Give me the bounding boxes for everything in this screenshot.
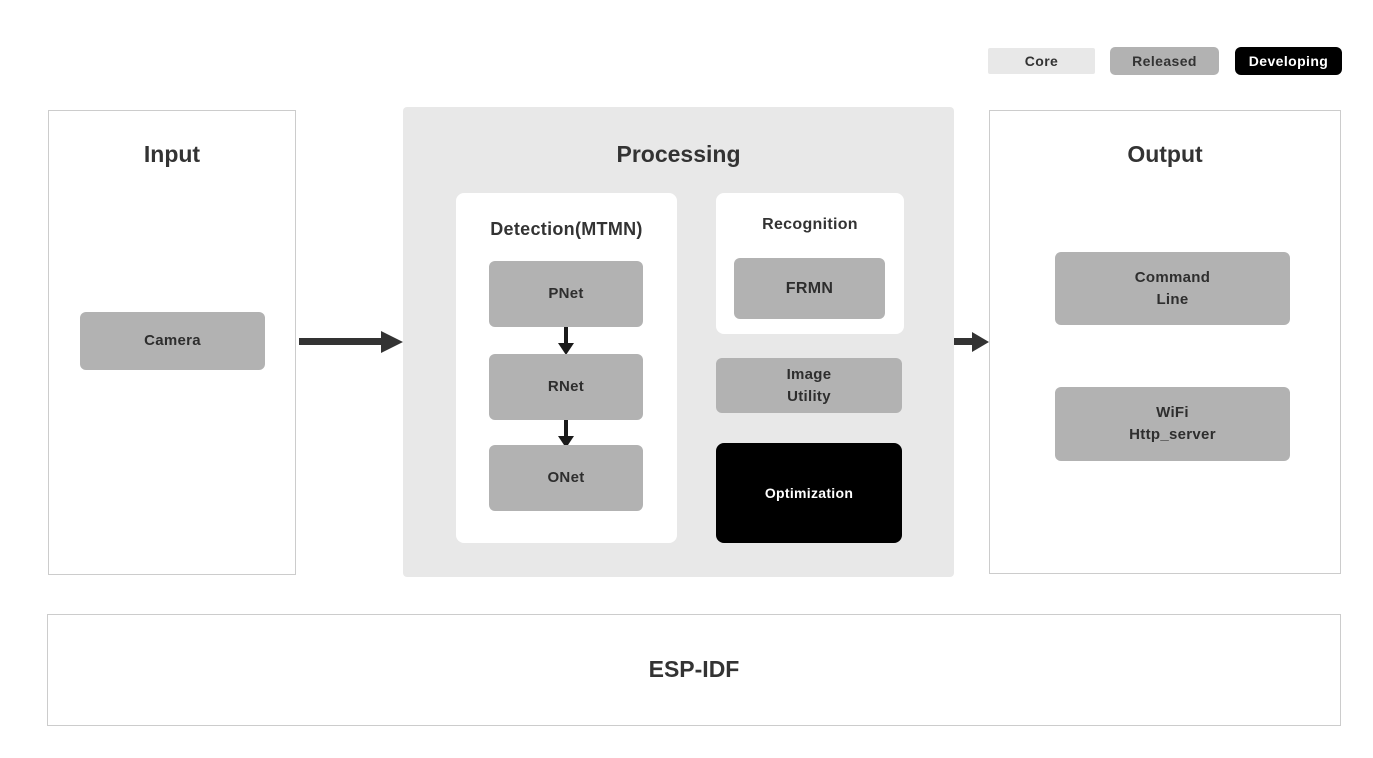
- legend-core-chip: Core: [988, 48, 1095, 74]
- detection-title: Detection(MTMN): [490, 219, 643, 239]
- image-utility-block: Image Utility: [716, 358, 902, 413]
- wifi-http-server-block: WiFi Http_server: [1055, 387, 1290, 461]
- optimization-block: Optimization: [716, 443, 902, 543]
- rnet-block: RNet: [489, 354, 643, 420]
- arrow-rnet-to-onet: [564, 420, 568, 436]
- legend-released-label: Released: [1132, 53, 1197, 69]
- arrow-pnet-to-rnet-head: [558, 343, 574, 355]
- camera-block: Camera: [80, 312, 265, 370]
- esp-idf-title: ESP-IDF: [648, 656, 740, 682]
- output-section: [989, 110, 1341, 574]
- legend-released-chip: Released: [1110, 47, 1219, 75]
- esp-idf-section: [47, 614, 1341, 726]
- legend-developing-chip: Developing: [1235, 47, 1342, 75]
- legend-core-label: Core: [1024, 53, 1059, 69]
- processing-title: Processing: [616, 141, 741, 167]
- frmn-block: FRMN: [734, 258, 885, 319]
- onet-block: ONet: [489, 445, 643, 511]
- legend-developing-label: Developing: [1248, 53, 1329, 69]
- arrow-processing-to-output-head: [972, 332, 989, 352]
- arrow-processing-to-output: [954, 338, 974, 345]
- arrow-pnet-to-rnet: [564, 327, 568, 343]
- command-line-block: Command Line: [1055, 252, 1290, 325]
- arrow-input-to-processing: [299, 338, 383, 345]
- recognition-title: Recognition: [762, 216, 858, 233]
- pnet-block: PNet: [489, 261, 643, 327]
- arrow-input-to-processing-head: [381, 331, 403, 353]
- input-title: Input: [143, 141, 201, 167]
- output-title: Output: [1127, 141, 1203, 167]
